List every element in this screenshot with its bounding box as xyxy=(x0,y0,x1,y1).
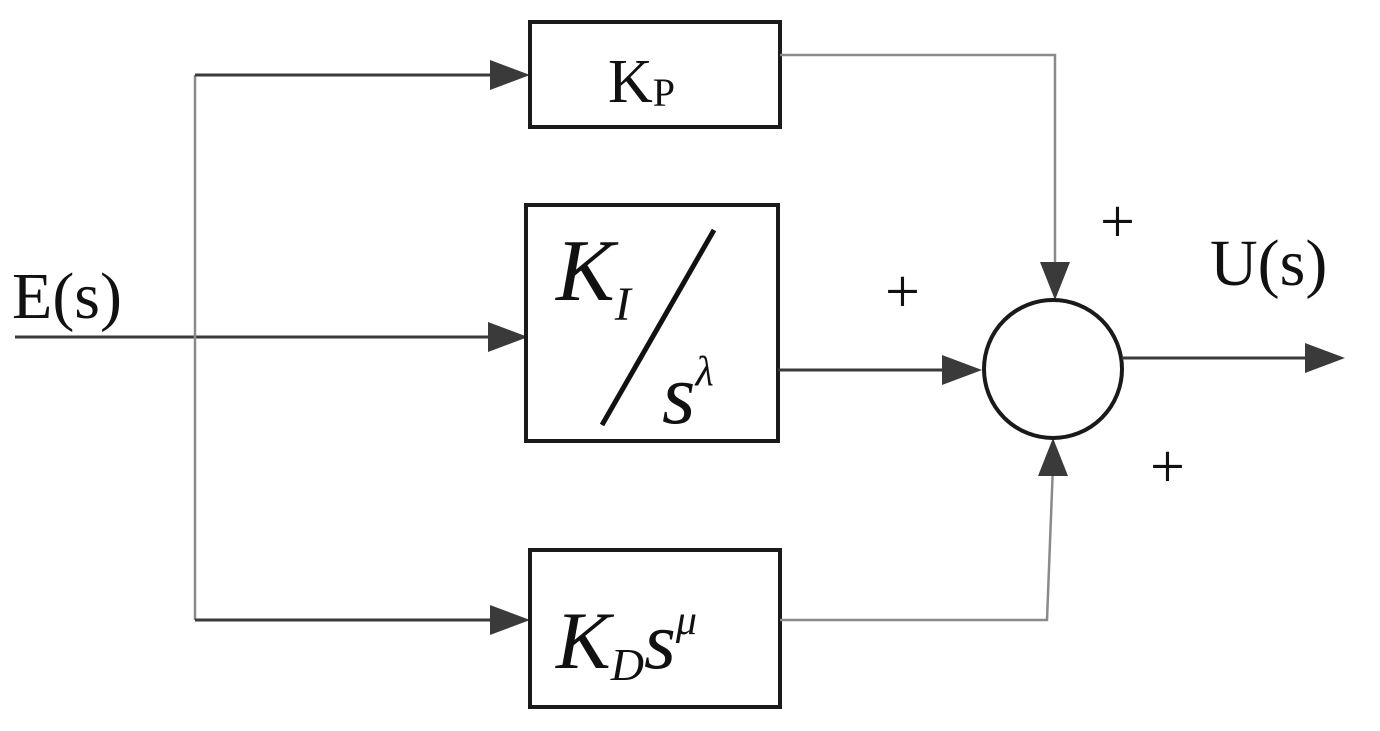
sign-top-plus: + xyxy=(1100,188,1135,256)
integral-denominator-base: s xyxy=(662,346,695,442)
integral-denominator-exponent: λ xyxy=(693,349,713,395)
integral-block xyxy=(524,203,780,443)
ki-gain-subscript: I xyxy=(614,278,633,331)
arrow-kd-to-sum xyxy=(1038,438,1068,476)
derivative-block xyxy=(528,548,782,709)
kd-gain-letter: K xyxy=(555,595,615,686)
arrow-ki-to-sum xyxy=(942,355,982,385)
output-label: U(s) xyxy=(1210,227,1327,300)
proportional-gain-label: KP xyxy=(608,48,675,116)
arrow-to-kp-block xyxy=(490,60,530,90)
arrow-to-ki-block xyxy=(488,322,528,352)
integral-fraction-slash xyxy=(599,228,717,427)
integral-denominator: sλ xyxy=(662,346,714,442)
kp-gain-letter: K xyxy=(608,48,653,116)
ki-gain-letter: K xyxy=(554,223,619,320)
kd-operator-base: s xyxy=(644,595,676,686)
arrow-to-kd-block xyxy=(490,605,530,635)
kd-gain-subscript: D xyxy=(610,639,644,690)
input-signal-wires xyxy=(15,73,500,622)
summing-junction xyxy=(982,298,1124,440)
output-arrowhead xyxy=(1305,343,1345,373)
integral-gain-label: KI xyxy=(554,223,633,331)
kd-operator-exponent: μ xyxy=(675,598,697,644)
kp-gain-subscript: P xyxy=(653,70,675,115)
proportional-block xyxy=(528,20,782,129)
sign-left-plus: + xyxy=(885,258,920,326)
input-label: E(s) xyxy=(12,260,122,333)
block-output-wires xyxy=(778,53,1057,622)
derivative-gain-label: KDsμ xyxy=(555,595,697,690)
sign-bottom-plus: + xyxy=(1150,433,1185,501)
arrow-kp-to-sum xyxy=(1040,262,1070,300)
